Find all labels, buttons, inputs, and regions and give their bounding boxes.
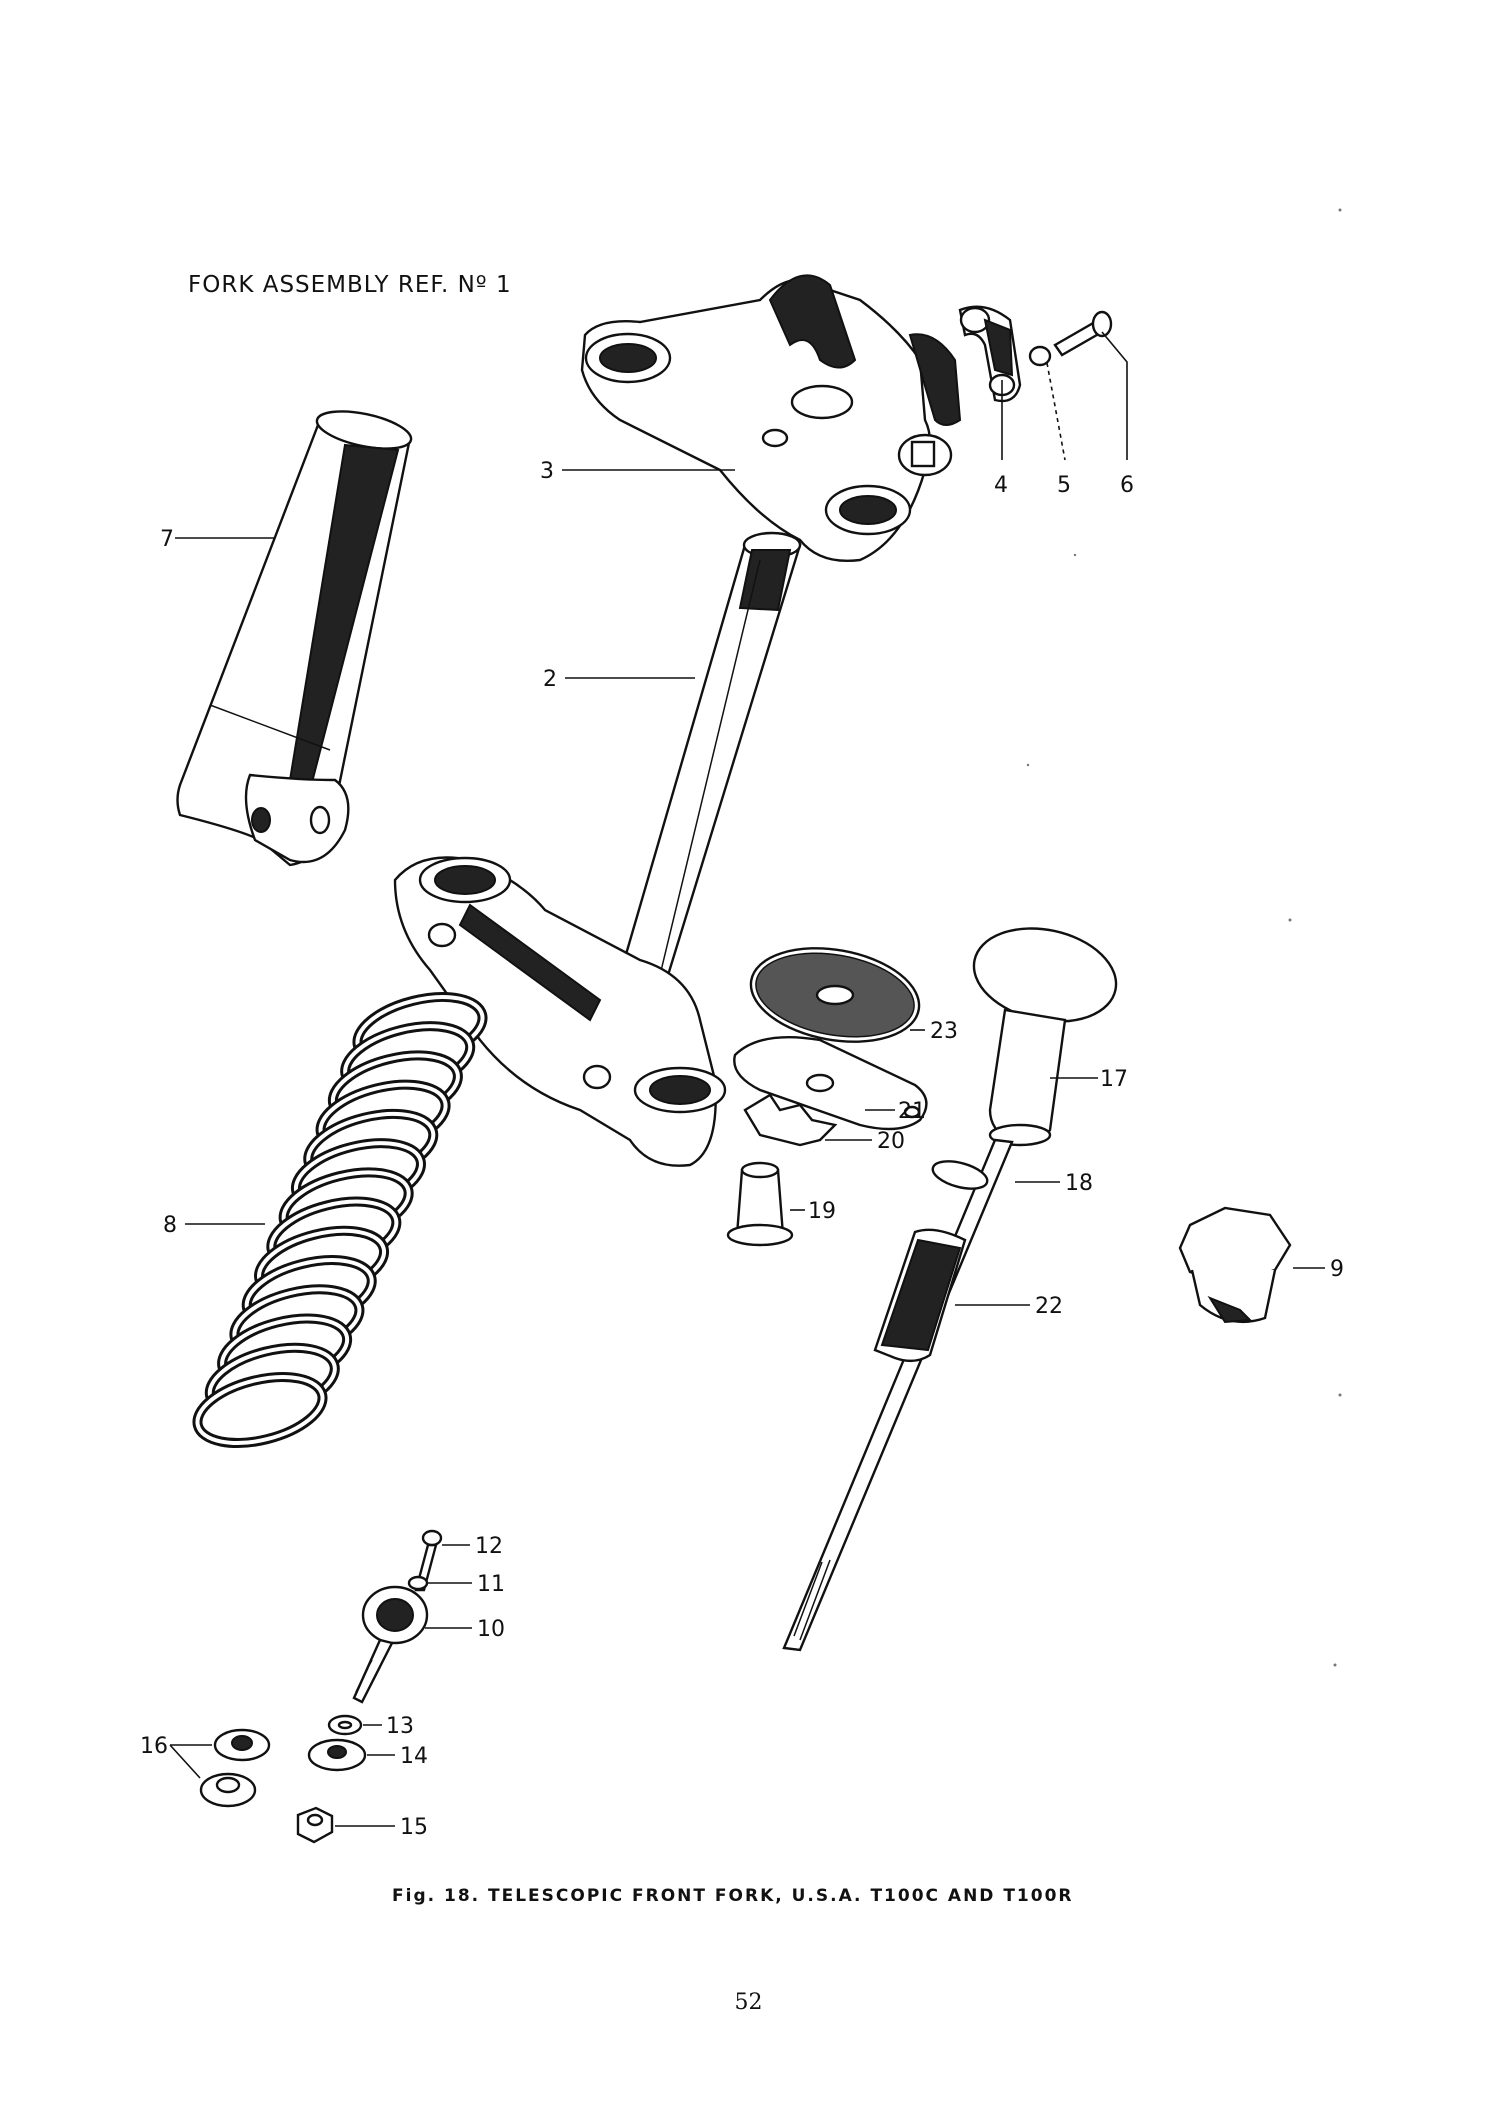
rubber-washer-part [199, 1728, 271, 1808]
callout-18: 18 [1065, 1171, 1093, 1196]
eye-bolt-part [352, 1585, 429, 1704]
cup-washer-part [327, 1714, 363, 1736]
callout-16: 16 [140, 1734, 168, 1759]
callout-4: 4 [994, 473, 1008, 498]
screw-part [414, 1529, 443, 1592]
callout-10: 10 [477, 1617, 505, 1642]
callout-17: 17 [1100, 1067, 1128, 1092]
callout-14: 14 [400, 1744, 428, 1769]
page-number: 52 [734, 1990, 763, 2015]
small-washer-part [407, 1575, 429, 1591]
scan-specks [1026, 208, 1342, 1667]
bolt-part [1053, 310, 1113, 357]
plate-part [733, 1035, 928, 1131]
callout-2: 2 [543, 667, 557, 692]
callout-19: 19 [808, 1199, 836, 1224]
fork-shroud-part [176, 410, 413, 867]
callout-8: 8 [163, 1213, 177, 1238]
top-yoke-part [580, 274, 962, 562]
callout-22: 22 [1035, 1294, 1063, 1319]
steering-stem-part [618, 531, 802, 987]
callout-5: 5 [1057, 473, 1071, 498]
figure-header: FORK ASSEMBLY REF. Nº 1 [188, 272, 512, 298]
callout-23: 23 [930, 1019, 958, 1044]
callout-9: 9 [1330, 1257, 1344, 1282]
fibre-washer-part [749, 947, 921, 1043]
callout-12: 12 [475, 1534, 503, 1559]
o-ring-part [931, 1160, 989, 1190]
callout-7: 7 [160, 527, 174, 552]
callout-11: 11 [477, 1572, 505, 1597]
star-washer-part [743, 1093, 838, 1147]
dished-washer-part [307, 1738, 367, 1772]
hex-cap-nut-part [1178, 1206, 1292, 1324]
callout-13: 13 [386, 1714, 414, 1739]
washer-part [1028, 345, 1052, 367]
figure-caption: Fig. 18. TELESCOPIC FRONT FORK, U.S.A. T… [392, 1886, 1074, 1906]
adjuster-knob-part [972, 927, 1118, 1147]
callout-15: 15 [400, 1815, 428, 1840]
spring-part [192, 992, 488, 1448]
callout-21: 21 [898, 1099, 926, 1124]
callout-labels: 3 7 2 4 5 6 8 23 17 21 20 19 18 22 9 12 … [140, 459, 1344, 1840]
nut-part [296, 1806, 334, 1844]
callout-20: 20 [877, 1129, 905, 1154]
bottom-yoke-part [393, 856, 727, 1167]
callout-3: 3 [540, 459, 554, 484]
callout-6: 6 [1120, 473, 1134, 498]
bush-part [726, 1161, 794, 1247]
leader-lines [169, 331, 1325, 1827]
clamp-part [958, 305, 1022, 403]
damper-rod-part [782, 1138, 1014, 1652]
spring-coil-highlight [195, 1375, 325, 1445]
